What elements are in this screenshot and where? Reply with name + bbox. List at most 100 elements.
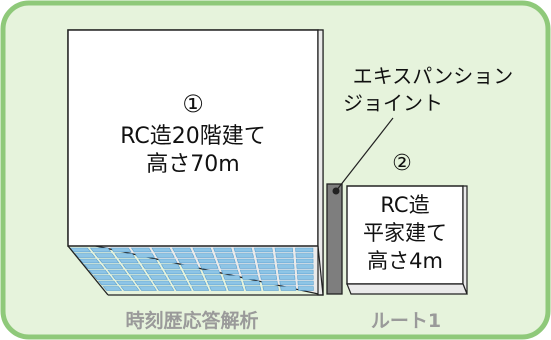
window-pane bbox=[89, 247, 112, 253]
window-pane bbox=[220, 269, 240, 275]
tall-building-number: ① bbox=[182, 90, 204, 118]
window-pane bbox=[295, 253, 314, 258]
window-pane bbox=[94, 253, 116, 258]
window-pane bbox=[120, 286, 140, 291]
window-pane bbox=[244, 286, 262, 291]
window-pane bbox=[174, 253, 195, 258]
window-pane bbox=[172, 247, 193, 253]
window-pane bbox=[183, 269, 202, 275]
window-pane bbox=[154, 253, 175, 258]
window-pane bbox=[78, 258, 101, 264]
window-pane bbox=[295, 247, 314, 253]
window-pane bbox=[180, 264, 200, 269]
window-pane bbox=[297, 280, 314, 286]
window-pane bbox=[280, 286, 297, 291]
window-pane bbox=[126, 269, 147, 275]
window-pane bbox=[130, 275, 150, 280]
expansion-joint-strip bbox=[326, 183, 343, 295]
window-pane bbox=[97, 280, 118, 286]
window-pane bbox=[275, 253, 294, 258]
tall-building-edge bbox=[317, 245, 324, 296]
tall-building: ① RC造20階建て 高さ70m bbox=[67, 29, 324, 296]
caption-route-1: ルート1 bbox=[371, 310, 441, 332]
window-pane bbox=[177, 258, 198, 264]
window-pane bbox=[206, 280, 225, 286]
window-pane bbox=[274, 247, 294, 253]
window-pane bbox=[191, 286, 210, 291]
window-pane bbox=[243, 280, 261, 286]
window-pane bbox=[148, 275, 168, 280]
low-building-number: ② bbox=[392, 151, 412, 176]
tall-building-height-label: 高さ70m bbox=[146, 152, 239, 177]
tall-building-structure-label: RC造20階建て bbox=[120, 124, 266, 149]
window-pane bbox=[157, 258, 178, 264]
window-pane bbox=[155, 286, 175, 291]
window-pane bbox=[111, 275, 132, 280]
window-pane bbox=[138, 286, 157, 291]
window-pane bbox=[222, 275, 241, 280]
window-pane bbox=[74, 253, 96, 258]
window-pane bbox=[254, 247, 273, 253]
expansion-joint-pointer-dot bbox=[332, 187, 340, 195]
window-pane bbox=[118, 258, 139, 264]
low-building-height-label: 高さ4m bbox=[367, 249, 443, 273]
window-pane bbox=[83, 264, 105, 269]
window-pane bbox=[167, 275, 187, 280]
window-pane bbox=[296, 269, 314, 275]
expansion-joint: エキスパンション ジョイント bbox=[326, 64, 513, 295]
tall-building-edge bbox=[67, 245, 109, 296]
expansion-joint-leader-line bbox=[335, 117, 394, 192]
tall-building-windows bbox=[69, 247, 314, 291]
window-pane bbox=[138, 258, 159, 264]
window-pane bbox=[238, 264, 257, 269]
window-pane bbox=[107, 269, 128, 275]
window-pane bbox=[88, 269, 109, 275]
window-pane bbox=[297, 286, 314, 291]
low-building-side-face bbox=[462, 185, 468, 295]
window-pane bbox=[226, 286, 245, 291]
window-pane bbox=[278, 275, 296, 280]
window-pane bbox=[217, 258, 236, 264]
window-pane bbox=[258, 269, 277, 275]
window-pane bbox=[235, 253, 254, 258]
window-pane bbox=[102, 264, 124, 269]
window-pane bbox=[98, 258, 120, 264]
expansion-joint-label-line2: ジョイント bbox=[343, 91, 443, 115]
window-pane bbox=[236, 258, 256, 264]
window-pane bbox=[295, 258, 314, 264]
window-pane bbox=[102, 286, 123, 291]
window-pane bbox=[233, 247, 253, 253]
window-pane bbox=[255, 253, 274, 258]
window-pane bbox=[279, 280, 296, 286]
window-pane bbox=[202, 269, 221, 275]
window-pane bbox=[260, 275, 278, 280]
window-pane bbox=[122, 264, 143, 269]
window-pane bbox=[297, 275, 314, 280]
window-pane bbox=[160, 264, 181, 269]
window-pane bbox=[209, 286, 227, 291]
window-pane bbox=[164, 269, 184, 275]
window-pane bbox=[215, 253, 235, 258]
low-building: ② RC造 平家建て 高さ4m bbox=[346, 151, 468, 295]
window-pane bbox=[219, 264, 238, 269]
window-pane bbox=[173, 286, 192, 291]
window-pane bbox=[145, 269, 165, 275]
caption-time-history-analysis: 時刻歴応答解析 bbox=[125, 309, 258, 332]
window-pane bbox=[93, 275, 114, 280]
window-pane bbox=[194, 253, 215, 258]
window-pane bbox=[261, 280, 278, 286]
window-pane bbox=[151, 247, 172, 253]
window-pane bbox=[134, 253, 155, 258]
window-pane bbox=[277, 269, 295, 275]
window-pane bbox=[262, 286, 279, 291]
window-pane bbox=[130, 247, 152, 253]
window-pane bbox=[296, 264, 314, 269]
window-pane bbox=[114, 253, 136, 258]
expansion-joint-label-line1: エキスパンション bbox=[353, 64, 513, 88]
window-pane bbox=[152, 280, 172, 286]
window-pane bbox=[276, 258, 294, 264]
window-pane bbox=[185, 275, 205, 280]
window-pane bbox=[199, 264, 219, 269]
